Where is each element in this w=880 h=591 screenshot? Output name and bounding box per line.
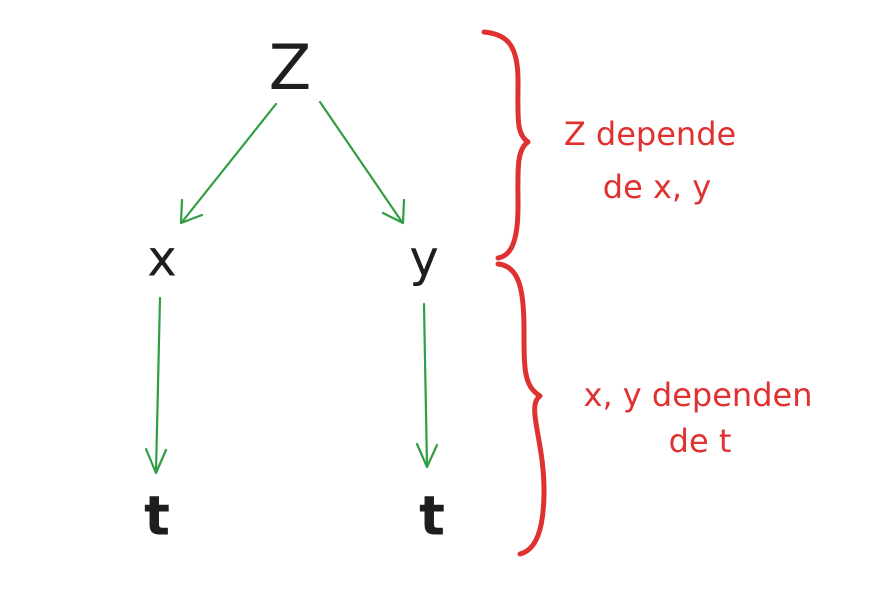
annotation-top-line1: Z depende bbox=[564, 115, 736, 153]
edge-z-to-y-arrowhead bbox=[381, 198, 406, 225]
node-t-right: t bbox=[419, 485, 445, 548]
edge-z-to-x-line bbox=[180, 102, 278, 224]
annotation-top: Z depende de x, y bbox=[564, 115, 736, 206]
annotation-top-line2: de x, y bbox=[603, 168, 711, 206]
edge-y-to-t-line bbox=[422, 302, 429, 468]
edge-z-to-y-line bbox=[318, 100, 404, 224]
edge-y-to-t bbox=[415, 302, 439, 469]
node-z: Z bbox=[269, 31, 311, 104]
edge-z-to-x bbox=[179, 102, 278, 225]
brace-bottom bbox=[495, 261, 547, 557]
node-y: y bbox=[409, 230, 439, 288]
brace-top bbox=[481, 29, 531, 261]
edge-x-to-t-arrowhead bbox=[144, 447, 168, 475]
annotation-bottom-line1: x, y dependen bbox=[584, 376, 813, 414]
edge-z-to-x-arrowhead bbox=[179, 198, 204, 225]
edge-x-to-t bbox=[144, 296, 168, 475]
annotation-bottom: x, y dependen de t bbox=[584, 376, 813, 460]
node-t-left: t bbox=[144, 485, 170, 548]
edge-x-to-t-line bbox=[154, 296, 162, 474]
annotation-bottom-line2: de t bbox=[669, 422, 732, 460]
node-x: x bbox=[147, 230, 177, 288]
edge-y-to-t-arrowhead bbox=[415, 442, 439, 469]
edge-z-to-y bbox=[318, 100, 406, 225]
